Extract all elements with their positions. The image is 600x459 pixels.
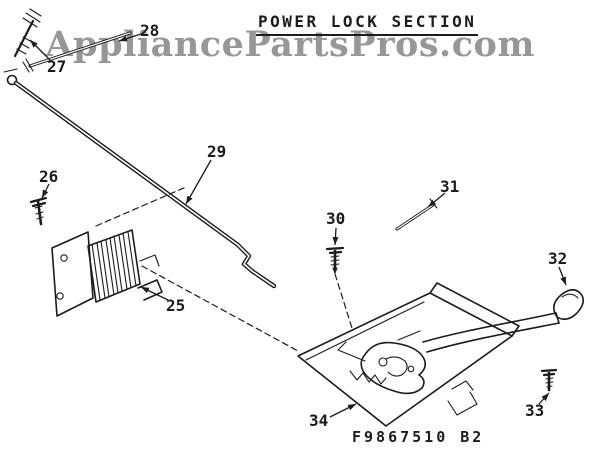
solenoid-25-drawing	[51, 229, 163, 317]
rod-anchor-drawing	[3, 68, 18, 86]
latch-plate-34-drawing	[297, 282, 560, 427]
leader-lines	[29, 33, 567, 418]
part-label-28: 28	[140, 21, 160, 40]
part-label-29: 29	[207, 142, 227, 161]
pin-31-drawing	[395, 198, 438, 231]
part-label-34: 34	[309, 411, 329, 430]
screw-30-drawing	[325, 246, 345, 274]
part-label-26: 26	[39, 167, 59, 186]
part-label-32: 32	[548, 249, 568, 268]
screw-33-drawing	[540, 368, 558, 392]
part-label-31: 31	[440, 177, 460, 196]
section-title: POWER LOCK SECTION	[256, 12, 479, 36]
part-label-25: 25	[166, 296, 186, 315]
screw-26-drawing	[29, 196, 48, 226]
part-label-27: 27	[47, 57, 67, 76]
figure-number: F9867510 B2	[352, 428, 485, 446]
bolt-28-drawing	[22, 31, 132, 73]
part-label-33: 33	[525, 401, 545, 420]
watermark: AppliancePartsPros.com	[45, 24, 535, 65]
lock-tip-32-drawing	[553, 288, 585, 321]
alignment-dashed-lines	[95, 186, 353, 352]
lock-rod-29-drawing	[13, 80, 277, 289]
part-label-30: 30	[326, 209, 346, 228]
screw-27-drawing	[13, 8, 42, 58]
